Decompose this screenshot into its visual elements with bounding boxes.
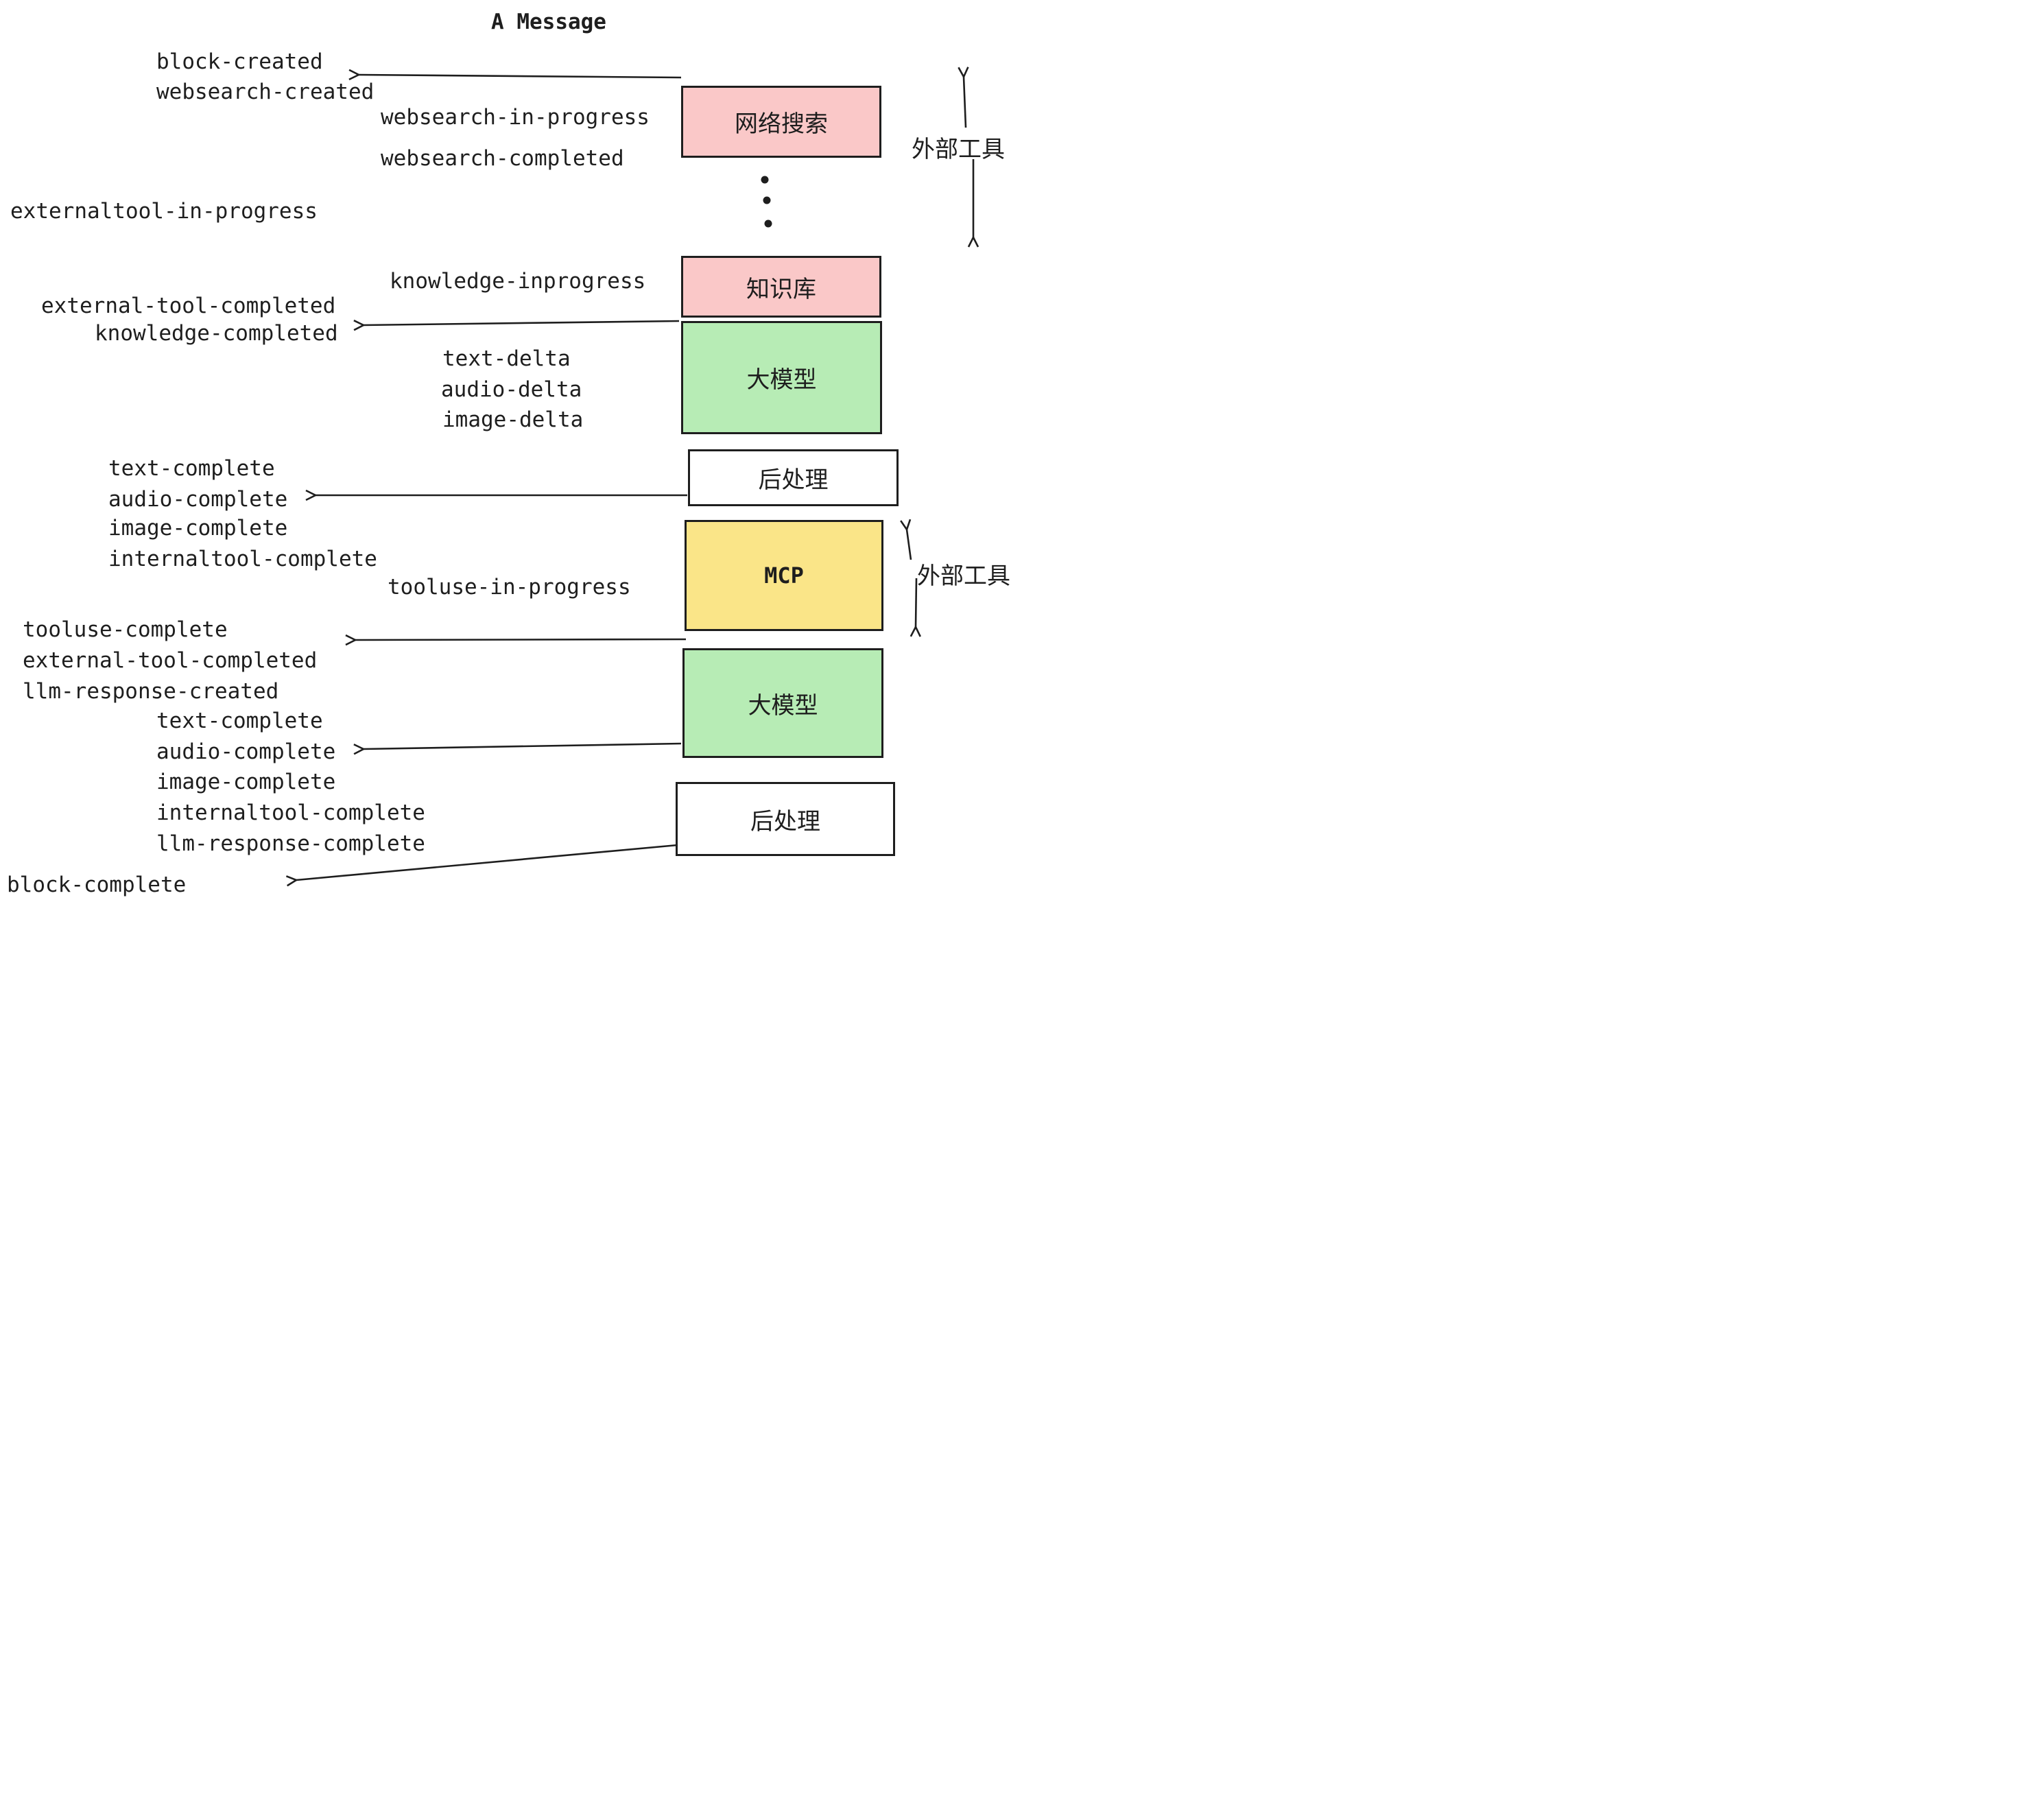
- event-internaltool-complete-1: internaltool-complete: [108, 547, 377, 571]
- event-llm-response-complete: llm-response-complete: [156, 831, 425, 856]
- event-tooluse-in-progress: tooluse-in-progress: [388, 575, 631, 600]
- event-text-complete-1: text-complete: [108, 456, 275, 481]
- event-websearch-created: websearch-created: [156, 80, 375, 104]
- box-knowledge: 知识库: [681, 256, 881, 318]
- box-llm-2: 大模型: [682, 648, 883, 758]
- event-audio-delta-1: audio-delta: [441, 377, 582, 402]
- box-postprocess-1: 后处理: [688, 449, 899, 506]
- external-tools-up-arrow-1: [958, 67, 969, 128]
- external-tools-up-arrow-2: [900, 519, 912, 560]
- event-knowledge-inprogress: knowledge-inprogress: [390, 269, 646, 294]
- event-external-tool-completed-1: external-tool-completed: [41, 294, 336, 318]
- box-postprocess-2: 后处理: [676, 782, 895, 856]
- box-llm-1: 大模型: [681, 321, 882, 434]
- ellipsis-dot: [761, 176, 769, 184]
- event-flow-diagram: A Message block-created websearch-create…: [0, 0, 1022, 902]
- event-audio-complete-1: audio-complete: [108, 487, 288, 512]
- arrow-tooluse-complete: [345, 634, 687, 646]
- event-text-delta-1: text-delta: [442, 346, 571, 371]
- event-image-complete-1: image-complete: [108, 516, 288, 541]
- external-tools-label-1: 外部工具: [912, 136, 1005, 163]
- event-image-delta-1: image-delta: [442, 407, 584, 432]
- event-external-tool-completed-2: external-tool-completed: [23, 648, 318, 673]
- event-text-complete-2: text-complete: [156, 709, 323, 733]
- event-websearch-completed: websearch-completed: [381, 146, 624, 171]
- event-knowledge-completed: knowledge-completed: [95, 321, 338, 346]
- event-audio-complete-2: audio-complete: [156, 739, 336, 764]
- event-externaltool-in-progress: externaltool-in-progress: [10, 199, 318, 224]
- event-tooluse-complete: tooluse-complete: [23, 617, 228, 642]
- arrow-websearch-created: [348, 69, 682, 81]
- event-websearch-in-progress: websearch-in-progress: [381, 105, 650, 130]
- event-llm-response-created: llm-response-created: [23, 679, 279, 704]
- ellipsis-dot: [764, 219, 772, 228]
- event-block-complete: block-complete: [7, 873, 187, 897]
- external-tools-label-2: 外部工具: [917, 562, 1010, 590]
- box-websearch: 网络搜索: [681, 86, 881, 158]
- event-image-complete-2: image-complete: [156, 770, 336, 794]
- event-internaltool-complete-2: internaltool-complete: [156, 800, 425, 825]
- box-mcp: MCP: [685, 520, 883, 631]
- event-block-created: block-created: [156, 49, 323, 74]
- arrow-knowledge-completed: [353, 320, 680, 331]
- diagram-title: A Message: [491, 10, 606, 34]
- arrow-llm-complete: [353, 742, 682, 755]
- ellipsis-dot: [763, 196, 771, 204]
